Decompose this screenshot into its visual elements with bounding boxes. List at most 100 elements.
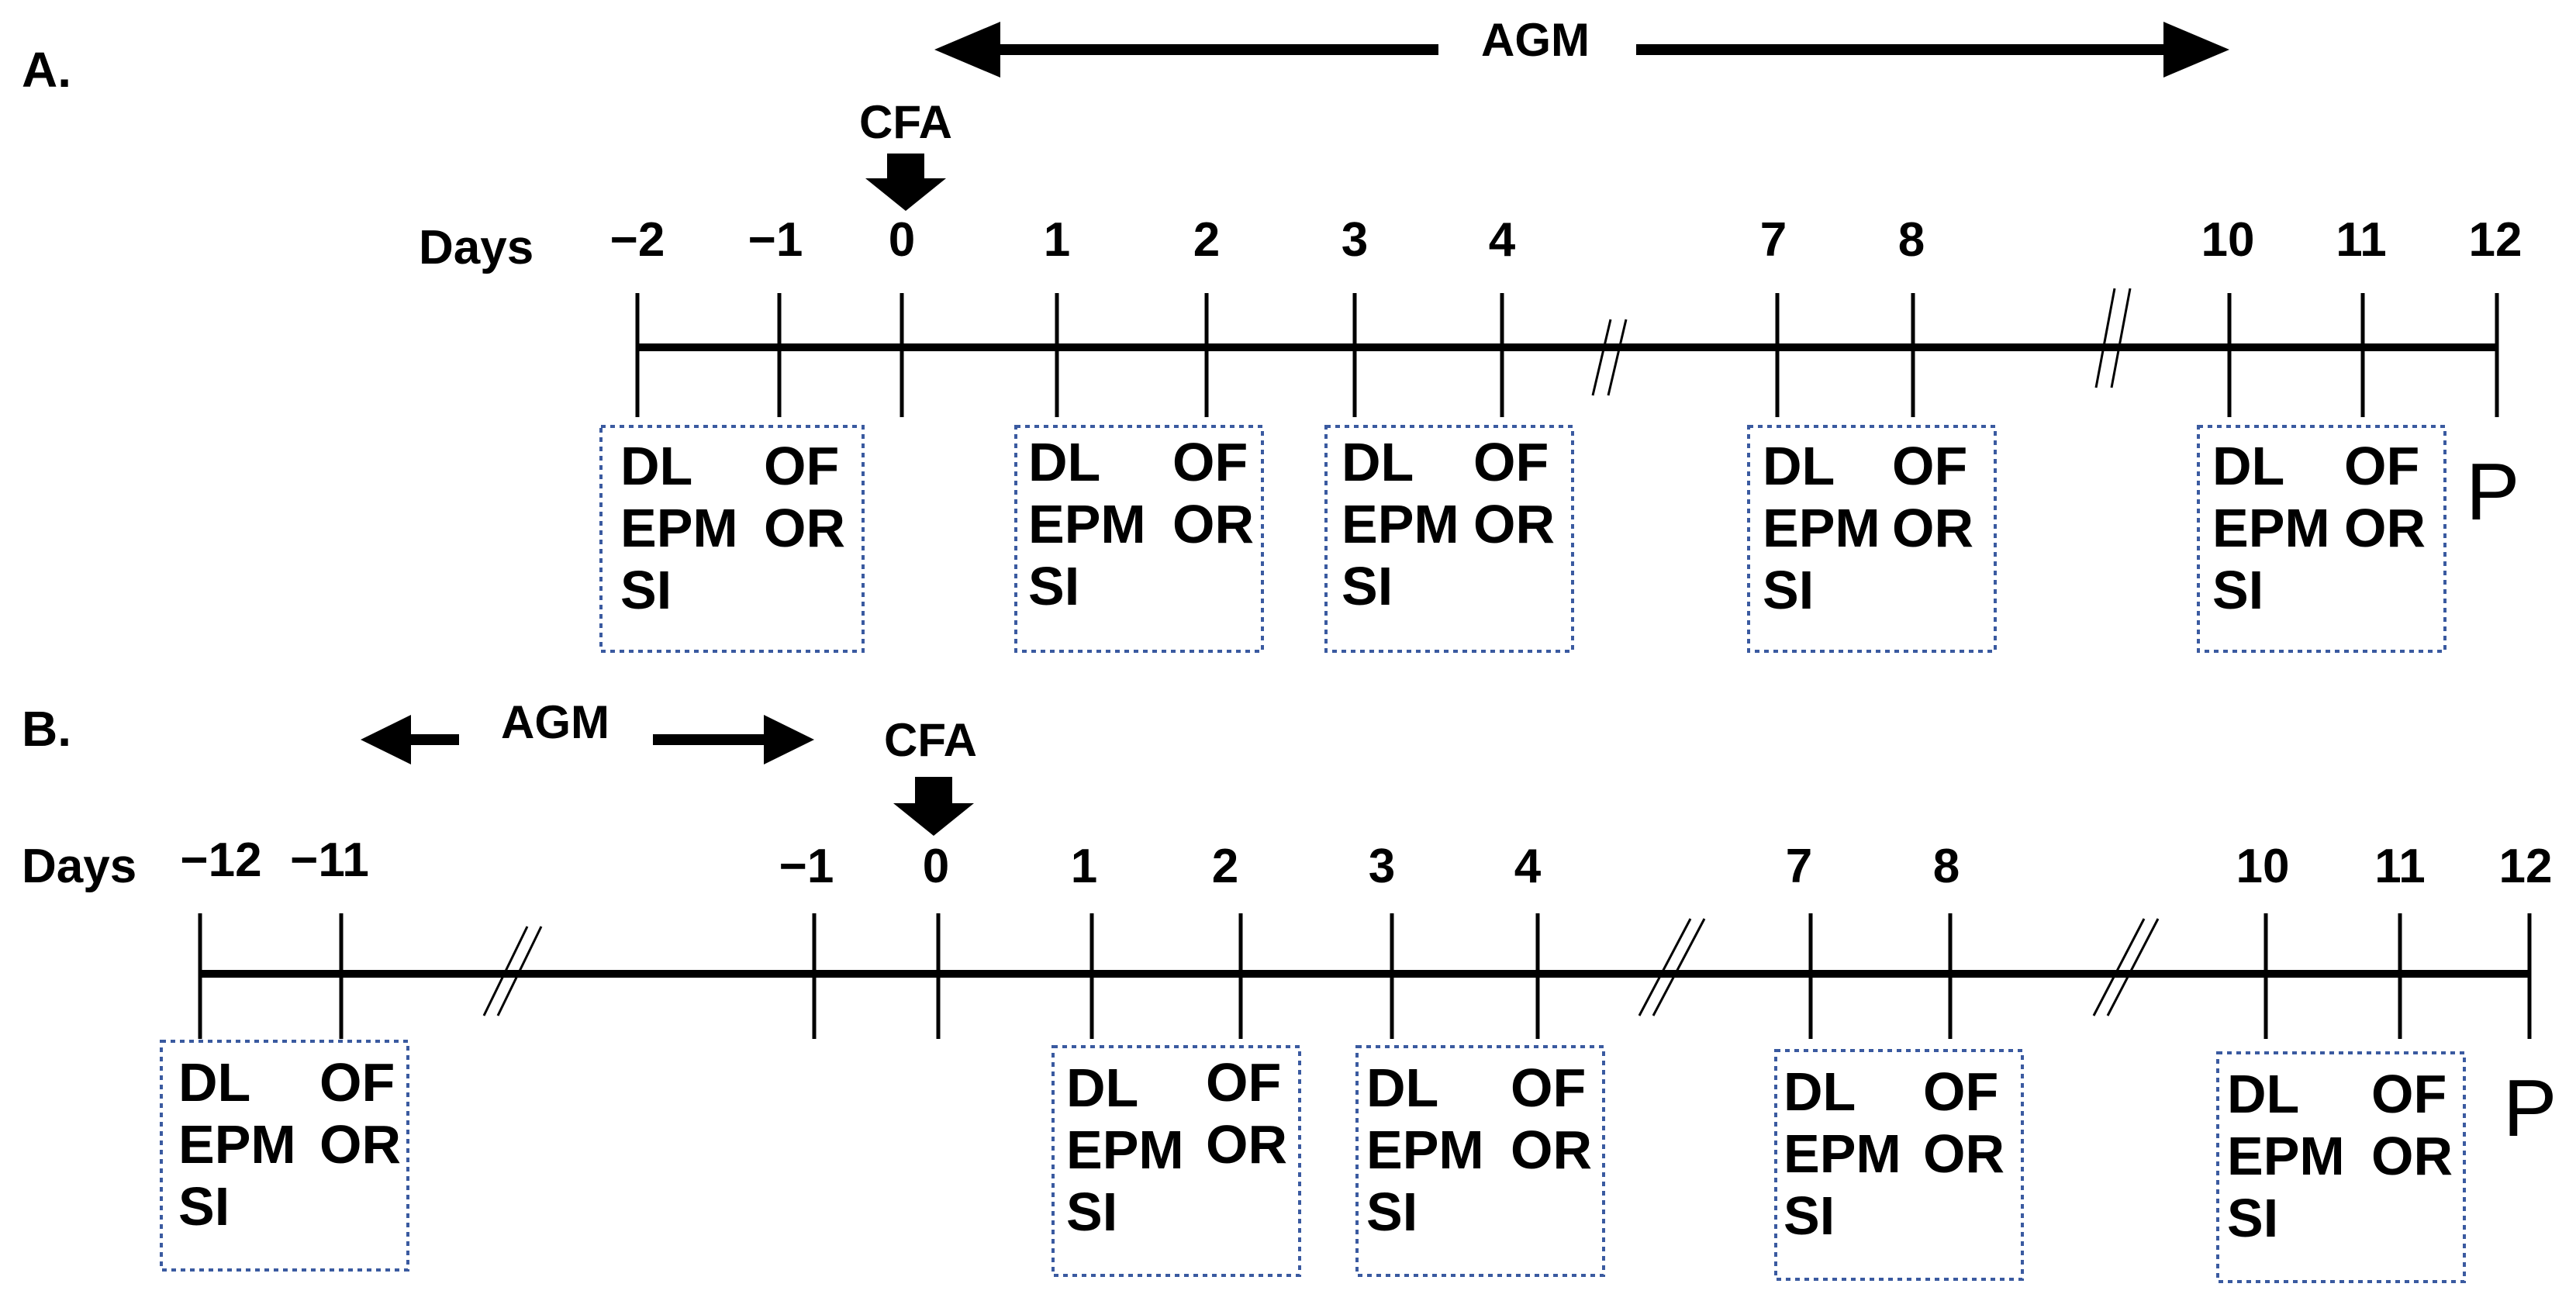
test-label: EPM — [1784, 1123, 1901, 1184]
test-label: EPM — [620, 498, 738, 558]
test-label: OR — [2371, 1126, 2453, 1186]
test-label: OR — [1473, 494, 1555, 554]
tick-label: 7 — [1786, 840, 1812, 893]
test-label: SI — [1763, 560, 1814, 620]
test-label: OR — [2344, 498, 2426, 558]
tick-label: −1 — [748, 213, 803, 267]
test-label: SI — [1784, 1185, 1835, 1246]
panel-b-label: B. — [22, 701, 71, 757]
tick-label: 0 — [923, 840, 949, 893]
cfa-arrow-a: CFA — [859, 96, 952, 211]
agm-arrow-a: AGM — [934, 14, 2229, 78]
ticks-a — [635, 293, 2499, 417]
test-label: DL — [620, 436, 692, 496]
days-label-a: Days — [419, 221, 534, 274]
test-label: DL — [1784, 1061, 1856, 1122]
end-label-a: P — [2466, 447, 2519, 537]
tick-label: 12 — [2469, 213, 2522, 267]
test-label: OF — [1172, 432, 1248, 492]
panel-a: A. AGM CFA Days −2 −1 0 1 2 3 4 7 8 10 — [22, 14, 2522, 653]
test-box: DL EPM SI OF OR — [1747, 425, 1997, 653]
tick-label: 2 — [1193, 213, 1220, 267]
axis-break — [1591, 319, 1628, 396]
test-label: OF — [319, 1052, 395, 1113]
test-label: DL — [2227, 1064, 2299, 1124]
test-box: DL EPM SI OF OR — [1324, 425, 1574, 653]
test-label: SI — [1066, 1182, 1117, 1242]
test-label: SI — [1366, 1182, 1417, 1242]
panel-a-label: A. — [22, 42, 71, 98]
tick-label: 10 — [2236, 840, 2290, 893]
test-label: OR — [764, 498, 845, 558]
test-label: EPM — [1763, 498, 1880, 558]
test-label: DL — [2212, 436, 2284, 496]
tick-label: −1 — [779, 840, 834, 893]
axis-breaks-b — [482, 918, 2160, 1016]
tick-label: 2 — [1212, 840, 1238, 893]
test-label: SI — [620, 560, 672, 620]
tick-label: 4 — [1514, 840, 1542, 893]
tick-label: 12 — [2499, 840, 2553, 893]
test-label: EPM — [1366, 1120, 1484, 1180]
tick-label: −12 — [180, 833, 261, 887]
test-box: DL EPM SI OF OR — [1774, 1049, 2024, 1281]
tick-label: 3 — [1369, 840, 1395, 893]
test-label: OF — [1473, 432, 1549, 492]
test-label: OF — [2344, 436, 2419, 496]
test-box: DL EPM SI OF OR — [2216, 1051, 2466, 1283]
tick-label: −2 — [610, 213, 665, 267]
axis-break — [1638, 918, 1706, 1016]
test-box: DL EPM SI OF OR — [2197, 425, 2447, 653]
axis-break — [2092, 918, 2160, 1016]
test-box: DL EPM SI OF OR — [599, 425, 865, 653]
test-label: DL — [1066, 1058, 1138, 1118]
test-label: EPM — [1066, 1120, 1184, 1180]
tick-label: 1 — [1071, 840, 1097, 893]
test-label: DL — [1763, 436, 1835, 496]
test-label: OR — [1892, 498, 1973, 558]
panel-b: B. AGM CFA Days −12 −11 −1 0 1 2 3 4 7 8 — [22, 696, 2557, 1283]
test-label: SI — [1342, 556, 1393, 616]
end-label-b: P — [2503, 1064, 2557, 1154]
tick-label: 8 — [1898, 213, 1925, 267]
axis-break — [2094, 288, 2132, 388]
test-label: DL — [1028, 432, 1100, 492]
cfa-label-b: CFA — [884, 714, 977, 766]
agm-arrow-b-left-head — [361, 715, 411, 764]
test-label: EPM — [178, 1114, 296, 1175]
test-label: DL — [178, 1052, 250, 1113]
agm-label-b: AGM — [501, 696, 609, 748]
test-label: OR — [1511, 1120, 1592, 1180]
test-label: SI — [1028, 556, 1079, 616]
test-label: OR — [319, 1114, 401, 1175]
agm-arrow-a-right-head — [2163, 22, 2229, 78]
test-label: OF — [1511, 1058, 1586, 1118]
cfa-label-a: CFA — [859, 96, 952, 148]
test-label: SI — [2227, 1188, 2278, 1248]
test-label: OR — [1923, 1123, 2005, 1184]
test-label: EPM — [2227, 1126, 2345, 1186]
tick-labels-a: −2 −1 0 1 2 3 4 7 8 10 11 12 — [610, 213, 2522, 267]
agm-arrow-b-right-head — [764, 715, 814, 764]
cfa-arrow-b-icon — [893, 777, 974, 836]
test-label: SI — [2212, 560, 2263, 620]
test-label: DL — [1342, 432, 1414, 492]
test-label: OR — [1172, 494, 1254, 554]
test-label: EPM — [1342, 494, 1459, 554]
tick-label: 4 — [1489, 213, 1516, 267]
test-box: DL EPM SI OF OR — [1014, 425, 1264, 653]
test-label: OF — [1923, 1061, 1998, 1122]
test-box: DL EPM SI OF OR — [160, 1040, 409, 1272]
tick-label: 11 — [2336, 213, 2387, 267]
tick-label: 1 — [1044, 213, 1070, 267]
test-label: EPM — [1028, 494, 1146, 554]
test-label: OF — [1206, 1052, 1281, 1113]
test-label: OR — [1206, 1114, 1287, 1175]
agm-arrow-b: AGM — [361, 696, 814, 764]
days-label-b: Days — [22, 840, 136, 893]
test-box: DL EPM SI OF OR — [1355, 1045, 1605, 1277]
test-label: SI — [178, 1176, 230, 1237]
axis-breaks-a — [1591, 288, 2132, 396]
tick-label: 3 — [1342, 213, 1368, 267]
